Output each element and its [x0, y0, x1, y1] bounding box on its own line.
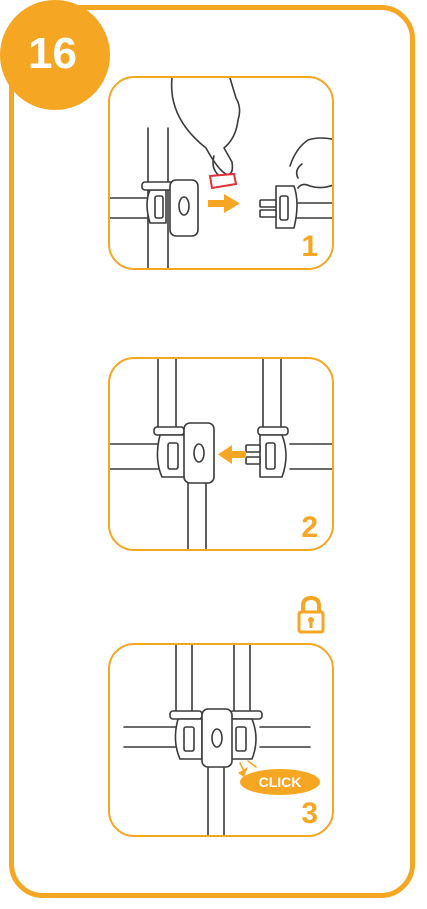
click-badge: CLICK: [238, 767, 320, 795]
step-badge: 16: [0, 0, 110, 110]
buckle-illustration-2: [110, 359, 332, 549]
panel-number-3: 3: [301, 797, 318, 830]
arrow-right-icon: [208, 194, 240, 213]
step-number: 16: [28, 29, 77, 78]
buckle-illustration-3: CLICK: [123, 645, 320, 835]
buckle-illustration-1: [110, 78, 332, 268]
panel-number-1: 1: [301, 230, 318, 263]
illustration-panel-1: 1: [108, 76, 334, 270]
click-label: CLICK: [259, 774, 302, 790]
illustration-panel-2: 2: [108, 357, 334, 551]
instruction-card: [9, 5, 415, 898]
illustration-panel-3: CLICK 3: [108, 643, 334, 837]
panel-number-2: 2: [301, 511, 318, 544]
padlock-icon: [297, 596, 325, 634]
arrow-left-icon: [218, 445, 246, 464]
